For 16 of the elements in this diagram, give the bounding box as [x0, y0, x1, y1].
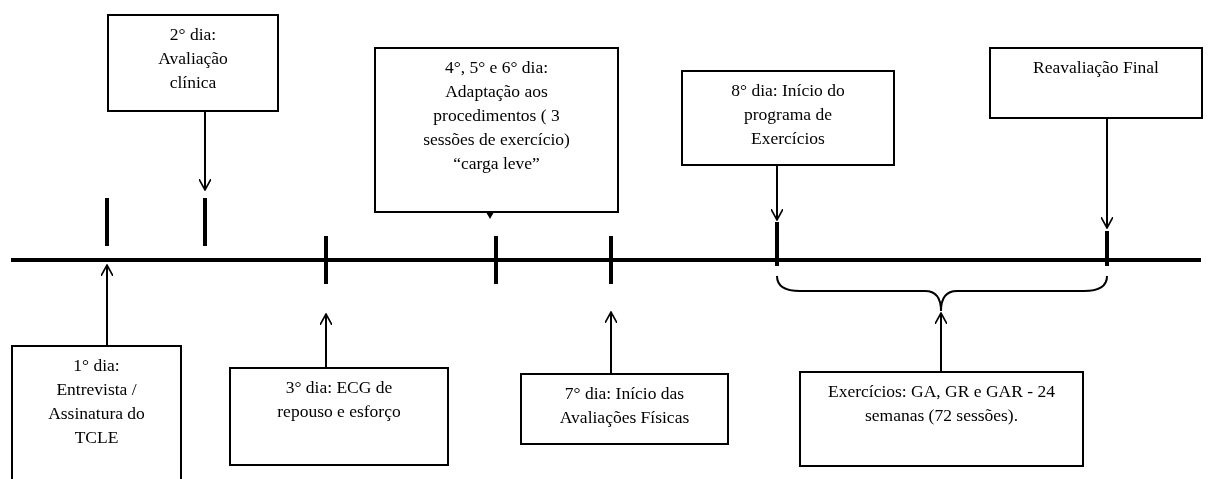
text-box: 7° dia: Início das Avaliações Físicas: [520, 373, 729, 445]
arrow: [100, 264, 114, 346]
curly-brace: [776, 275, 1108, 312]
text-box: 2° dia: Avaliação clínica: [107, 14, 279, 112]
arrow: [198, 111, 212, 191]
arrow: [604, 311, 618, 374]
text-box: 4°, 5° e 6° dia: Adaptação aos procedimentos ( 3 sessões de exercício) “carga leve”: [374, 47, 619, 213]
text-box: Reavaliação Final: [989, 47, 1203, 119]
text-box: 3° dia: ECG de repouso e esforço: [229, 367, 449, 466]
arrow: [319, 313, 333, 368]
text-box: 8° dia: Início do programa de Exercícios: [681, 70, 895, 166]
arrow: [1100, 118, 1114, 229]
text-box: 1° dia: Entrevista / Assinatura do TCLE: [11, 345, 182, 479]
text-box: Exercícios: GA, GR e GAR - 24 semanas (72 sessões).: [799, 371, 1084, 467]
arrow: [770, 165, 784, 221]
arrow: [934, 312, 948, 372]
